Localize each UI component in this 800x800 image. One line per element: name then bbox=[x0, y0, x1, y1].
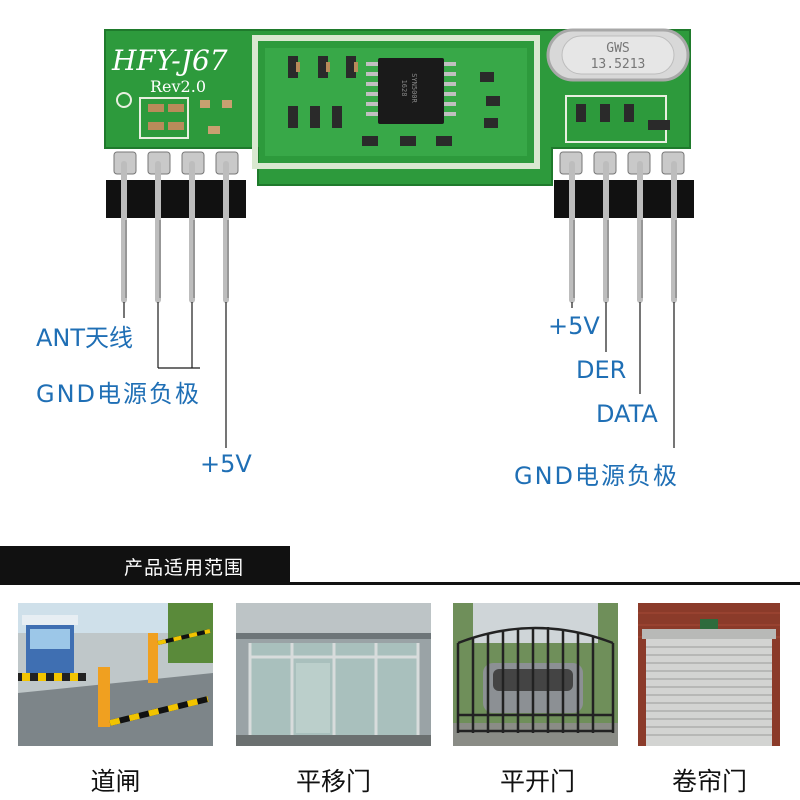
barrier-gate-photo bbox=[18, 603, 213, 746]
section-divider bbox=[0, 582, 800, 585]
chip-marking: SYN500R bbox=[410, 73, 418, 103]
pin-label-data: DATA bbox=[596, 400, 658, 428]
svg-text:13.5213: 13.5213 bbox=[591, 57, 646, 72]
caption-rolling-shutter: 卷帘门 bbox=[671, 767, 747, 796]
pin-label-gnd-left: GND电源负极 bbox=[36, 380, 202, 408]
model-marking: HFY-J67 bbox=[111, 44, 228, 77]
pin-label-5v-right: +5V bbox=[548, 312, 600, 340]
revision-marking: Rev2.0 bbox=[150, 77, 206, 96]
svg-text:GWS: GWS bbox=[606, 41, 629, 56]
right-pin-header bbox=[554, 180, 694, 218]
ground-plane-outline bbox=[252, 35, 540, 169]
sliding-door-photo bbox=[236, 603, 431, 746]
receiver-chip bbox=[378, 58, 444, 124]
left-pin-header bbox=[106, 180, 246, 218]
caption-barrier-gate: 道闸 bbox=[90, 767, 141, 796]
pin-label-5v-left: +5V bbox=[200, 450, 252, 478]
swing-gate-photo bbox=[453, 603, 648, 746]
caption-sliding-door: 平移门 bbox=[295, 767, 371, 796]
rf-module-illustration: SYN500R 1628 GWS 13.5213 HFY-J67 Rev2.0 bbox=[104, 28, 694, 448]
caption-swing-gate: 平开门 bbox=[499, 767, 575, 796]
pin-label-der: DER bbox=[576, 356, 627, 384]
pin-label-gnd-right: GND电源负极 bbox=[514, 462, 680, 490]
svg-text:1628: 1628 bbox=[400, 80, 408, 97]
section-title: 产品适用范围 bbox=[124, 557, 245, 579]
section-header-bar bbox=[0, 546, 290, 582]
pin-label-ant: ANT天线 bbox=[36, 324, 134, 352]
rolling-shutter-photo bbox=[638, 603, 780, 746]
